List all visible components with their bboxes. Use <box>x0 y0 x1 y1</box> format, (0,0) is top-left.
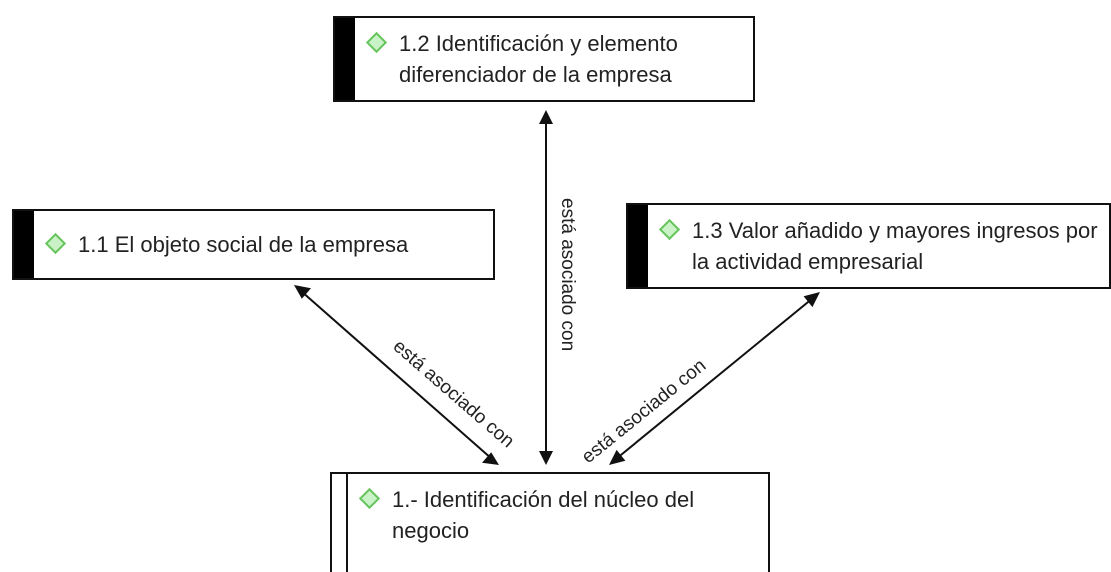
node-label: 1.2 Identificación y elemento diferencia… <box>399 31 678 87</box>
node-accent-bar <box>335 18 355 100</box>
node-accent-bar <box>628 205 648 287</box>
arrow-up-icon <box>539 110 553 124</box>
arrow-up-left-icon <box>294 285 311 299</box>
edge-1-1-connector: está asociado con <box>294 285 518 465</box>
diamond-icon <box>365 31 388 54</box>
node-1-2-identificacion-elemento-diferenciador[interactable]: 1.2 Identificación y elemento diferencia… <box>333 16 755 102</box>
diamond-icon <box>44 232 67 255</box>
edge-label-1-3: está asociado con <box>578 355 710 468</box>
arrow-down-icon <box>539 451 553 465</box>
edge-label-1-1: está asociado con <box>389 336 518 452</box>
node-label: 1.3 Valor añadido y mayores ingresos por… <box>692 218 1098 274</box>
edge-1-2-connector: está asociado con <box>539 110 578 465</box>
node-label: 1.- Identificación del núcleo del negoci… <box>392 487 695 543</box>
edge-1-3-connector: está asociado con <box>578 292 820 468</box>
node-accent-bar <box>14 211 34 278</box>
node-label: 1.1 El objeto social de la empresa <box>78 232 409 257</box>
arrow-down-left-icon <box>609 449 626 465</box>
diamond-icon <box>358 487 381 510</box>
node-1-nucleo-negocio[interactable]: 1.- Identificación del núcleo del negoci… <box>330 472 770 572</box>
arrow-down-right-icon <box>482 452 499 465</box>
connector-layer: está asociado con está asociado con está… <box>294 110 820 468</box>
arrow-up-right-icon <box>803 292 820 308</box>
edge-label-1-2: está asociado con <box>557 198 578 351</box>
node-1-3-valor-anadido[interactable]: 1.3 Valor añadido y mayores ingresos por… <box>626 203 1111 289</box>
node-accent-bar <box>332 474 348 572</box>
node-1-1-objeto-social[interactable]: 1.1 El objeto social de la empresa <box>12 209 495 280</box>
diamond-icon <box>658 218 681 241</box>
